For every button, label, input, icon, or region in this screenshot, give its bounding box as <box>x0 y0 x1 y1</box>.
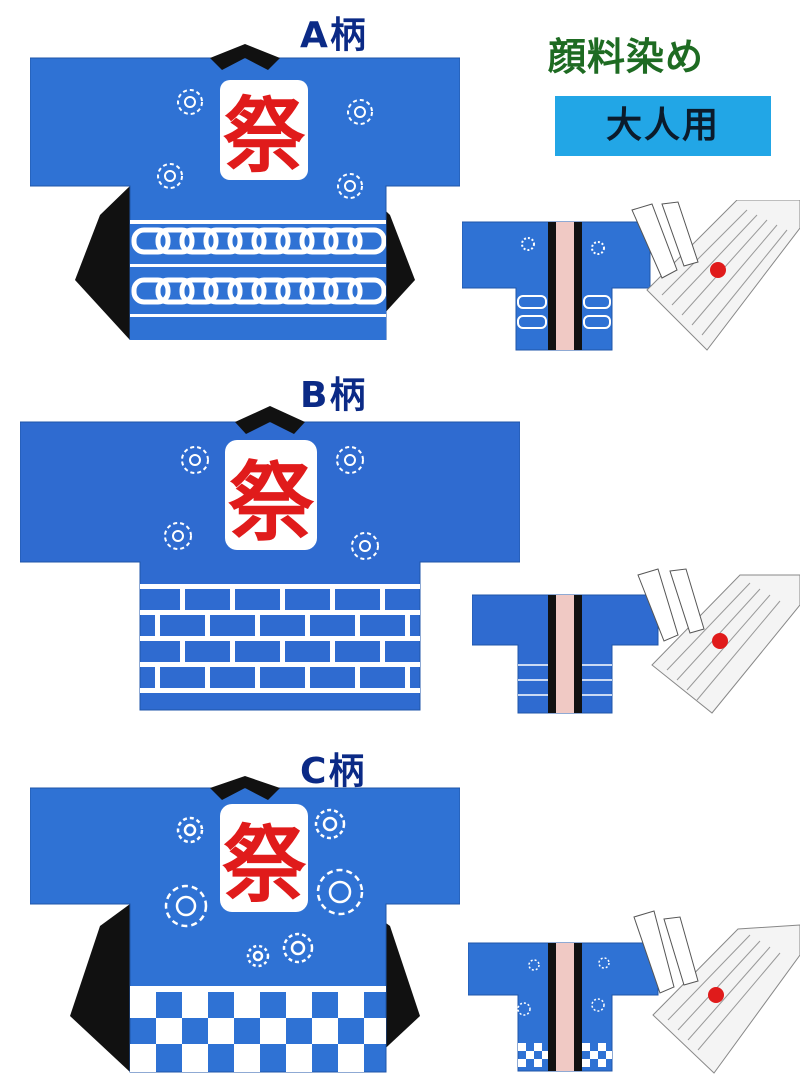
happi-b-image: 祭 <box>20 406 520 711</box>
happi-b-set-image <box>472 568 800 714</box>
pattern-a-label: A柄 <box>300 15 368 56</box>
matsuri-kanji: 祭 <box>223 89 306 184</box>
matsuri-kanji: 祭 <box>228 453 315 553</box>
happi-a-set-image <box>462 200 800 351</box>
pattern-c-label: C柄 <box>300 751 367 792</box>
happi-c-image: 祭 <box>30 776 460 1073</box>
pattern-b-label: B柄 <box>300 375 368 416</box>
happi-c-set-image <box>468 910 800 1074</box>
product-title: 顔料染め <box>548 35 705 79</box>
adult-size-badge: 大人用 <box>555 96 771 156</box>
happi-a-image: 祭 <box>30 44 460 340</box>
matsuri-kanji: 祭 <box>222 816 307 914</box>
